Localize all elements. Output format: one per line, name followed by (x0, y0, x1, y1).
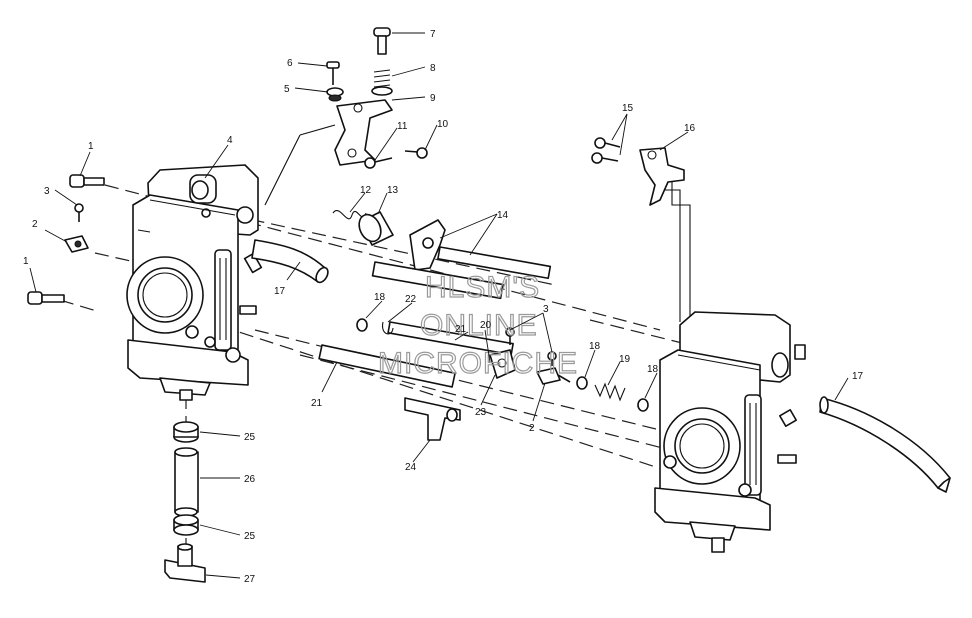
callout-16: 16 (684, 123, 696, 134)
callout-17-right: 17 (852, 371, 864, 382)
callout-8: 8 (430, 63, 436, 74)
callout-18-center: 18 (589, 341, 601, 352)
callout-25-lower: 25 (244, 531, 256, 542)
callout-4: 4 (227, 135, 233, 146)
callout-21-center: 21 (455, 324, 467, 335)
callout-17-left: 17 (274, 286, 286, 297)
callout-14: 14 (497, 210, 509, 221)
callout-6: 6 (287, 58, 293, 69)
callout-10: 10 (437, 119, 449, 130)
linkage-parts (356, 318, 649, 441)
fuel-hose-right (819, 396, 951, 493)
right-carburetor (654, 311, 806, 553)
callout-5: 5 (284, 84, 290, 95)
callout-23: 23 (475, 407, 487, 418)
callout-7: 7 (430, 29, 436, 40)
throttle-bracket-assembly (326, 27, 428, 169)
callout-13: 13 (387, 185, 399, 196)
watermark: HLSM'S ONLINE MICROFICHE (377, 270, 578, 380)
callout-25-upper: 25 (244, 432, 256, 443)
drain-parts (164, 421, 206, 583)
callout-2-left: 2 (32, 219, 38, 230)
watermark-line2: ONLINE (420, 309, 538, 342)
callout-leaders (29, 32, 849, 579)
callout-9: 9 (430, 93, 436, 104)
callout-12: 12 (360, 185, 372, 196)
watermark-line1: HLSM'S (425, 271, 540, 304)
callout-1-upper: 1 (88, 141, 94, 152)
callout-labels: 1 1 2 2 3 3 4 5 6 7 8 9 10 11 12 13 14 1… (23, 29, 864, 585)
fasteners (27, 137, 685, 305)
callout-24: 24 (405, 462, 417, 473)
watermark-line3: MICROFICHE (378, 347, 578, 380)
callout-26: 26 (244, 474, 256, 485)
left-carburetor (126, 164, 263, 401)
callout-20: 20 (480, 320, 492, 331)
fuel-hose-left (251, 239, 329, 284)
callout-2-center: 2 (529, 423, 535, 434)
callout-19: 19 (619, 354, 631, 365)
callout-27: 27 (244, 574, 256, 585)
callout-22: 22 (405, 294, 417, 305)
callout-1-lower: 1 (23, 256, 29, 267)
throttle-shaft-assembly (318, 210, 552, 388)
callout-21-left: 21 (311, 398, 323, 409)
callout-15: 15 (622, 103, 634, 114)
callout-18-right: 18 (647, 364, 659, 375)
callout-18-left: 18 (374, 292, 386, 303)
callout-3-left: 3 (44, 186, 50, 197)
callout-3-center: 3 (543, 304, 549, 315)
callout-11: 11 (397, 121, 408, 132)
